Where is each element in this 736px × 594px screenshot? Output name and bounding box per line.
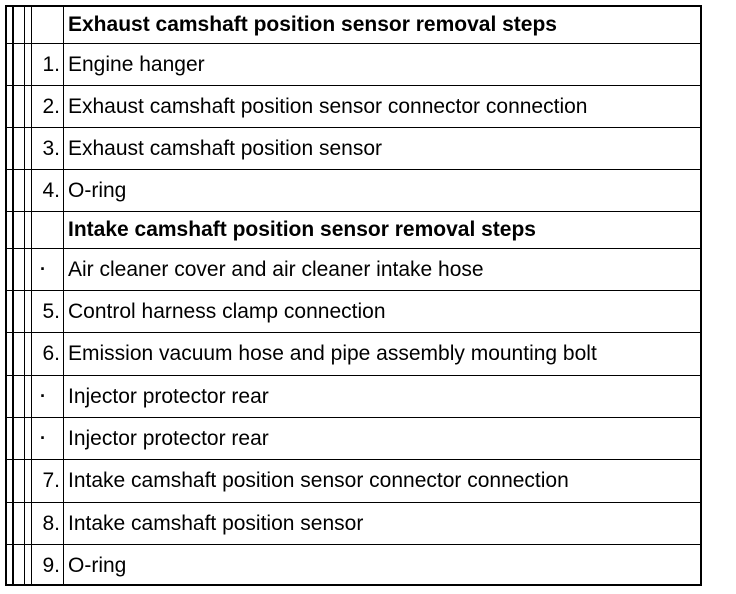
step-row: 6. Emission vacuum hose and pipe assembly… (7, 333, 700, 376)
step-text: O-ring (68, 178, 127, 202)
column-divider (24, 7, 25, 584)
column-divider (63, 7, 64, 584)
step-number (31, 7, 63, 43)
step-text: Injector protector rear (68, 426, 269, 450)
step-number: 3. (42, 136, 60, 160)
section-heading: Exhaust camshaft position sensor removal… (68, 13, 557, 36)
step-number: 1. (42, 52, 60, 76)
step-text: Emission vacuum hose and pipe assembly m… (68, 342, 597, 365)
step-row: 9. O-ring (7, 545, 700, 586)
column-divider (12, 7, 14, 584)
step-number: 6. (42, 342, 60, 365)
step-text: Air cleaner cover and air cleaner intake… (68, 257, 484, 281)
step-row: 3. Exhaust camshaft position sensor (7, 128, 700, 170)
step-text: Engine hanger (68, 52, 205, 76)
removal-steps-table: Exhaust camshaft position sensor removal… (5, 5, 702, 586)
step-row: 5. Control harness clamp connection (7, 291, 700, 333)
section-heading-row: Exhaust camshaft position sensor removal… (7, 7, 700, 44)
column-divider (31, 7, 32, 584)
step-number: 9. (42, 553, 60, 577)
step-text: Exhaust camshaft position sensor connect… (68, 94, 588, 118)
step-number: 8. (42, 511, 60, 535)
step-text: Exhaust camshaft position sensor (68, 136, 382, 160)
step-row: 7. Intake camshaft position sensor connec… (7, 460, 700, 503)
bullet-marker: · (40, 259, 46, 279)
step-number: 5. (42, 299, 60, 323)
step-text: O-ring (68, 553, 127, 577)
step-number: 4. (42, 178, 60, 202)
step-text: Intake camshaft position sensor (68, 511, 364, 535)
step-text: Injector protector rear (68, 384, 269, 408)
step-number: 2. (42, 94, 60, 118)
step-text: Control harness clamp connection (68, 299, 386, 323)
step-row: 2. Exhaust camshaft position sensor conne… (7, 86, 700, 128)
section-heading: Intake camshaft position sensor removal … (68, 218, 536, 241)
bullet-marker: · (40, 386, 46, 406)
step-number: 7. (42, 469, 60, 492)
step-text: Intake camshaft position sensor connecto… (68, 469, 569, 492)
step-row: 1. Engine hanger (7, 44, 700, 86)
step-number (31, 212, 63, 248)
step-row: · Injector protector rear (7, 376, 700, 418)
step-row: 4. O-ring (7, 170, 700, 212)
bullet-marker: · (40, 428, 46, 448)
step-row: · Injector protector rear (7, 418, 700, 460)
step-row: 8. Intake camshaft position sensor (7, 503, 700, 545)
section-heading-row: Intake camshaft position sensor removal … (7, 212, 700, 249)
step-row: · Air cleaner cover and air cleaner intak… (7, 249, 700, 291)
